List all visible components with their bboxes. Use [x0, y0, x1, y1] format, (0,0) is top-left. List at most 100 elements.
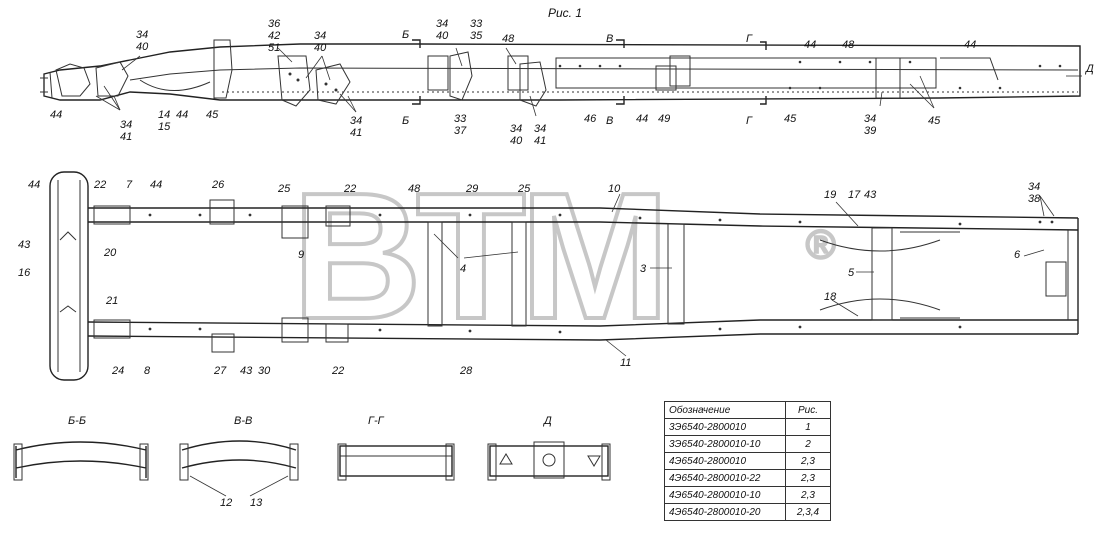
section-gg-left-rail [337, 443, 347, 481]
plan-rail-lower-outer [87, 333, 1078, 341]
section-line-b-bottom [412, 96, 421, 105]
callout-p28: 8 [144, 365, 151, 377]
section-d-shape [489, 445, 609, 477]
plan-bracket-9-lower [281, 317, 309, 343]
section-line-g-bottom [760, 96, 767, 105]
callout-t17: 44 [50, 109, 62, 121]
callout-t19: 41 [120, 131, 132, 143]
callout-p17: 43 [18, 239, 31, 251]
plan-front-bumper [49, 171, 89, 381]
plan-rivets [148, 213, 1054, 334]
callout-t5: 51 [268, 42, 280, 54]
side-front-bracket [40, 71, 53, 99]
callout-t7: 40 [314, 42, 327, 54]
section-line-v-top [616, 39, 625, 48]
side-front-spring-bracket-2 [95, 61, 129, 97]
callout-t8: 34 [436, 18, 448, 30]
plan-crossmember-4b [511, 221, 527, 327]
plan-bracket-25-upper [281, 205, 309, 239]
callout-p13: 17 [848, 189, 861, 201]
section-mark-g-bottom: Г [746, 115, 753, 127]
side-bracket-34b [519, 61, 547, 107]
legend-figure: 2,3 [785, 469, 831, 487]
callout-t3: 36 [268, 18, 281, 30]
callout-t2: 40 [136, 41, 149, 53]
plan-bracket-22-mid [325, 205, 351, 227]
plan-crossmember-5 [871, 227, 893, 321]
side-bracket-49 [655, 65, 677, 91]
side-spring-curve [139, 79, 211, 91]
section-label-gg: Г-Г [368, 415, 385, 427]
legend-figure: 2,3,4 [785, 503, 831, 521]
callout-t35: 45 [784, 113, 797, 125]
legend-designation: 4Э6540-2800010-22 [664, 469, 786, 487]
side-section-lines [412, 39, 767, 105]
side-leaders [95, 47, 1082, 117]
side-bracket-33 [449, 51, 473, 101]
plan-bracket-24 [93, 319, 131, 339]
callout-t20: 14 [158, 109, 170, 121]
plan-gussets-17-18 [819, 239, 941, 311]
section-gg-right-rail [445, 443, 455, 481]
section-gg-shape [339, 445, 453, 477]
watermark-registered-mark: ® [806, 223, 835, 267]
section-d-right-rail [601, 443, 611, 481]
legend-designation: 4Э6540-2800010-10 [664, 486, 786, 504]
side-bracket-45 [213, 39, 233, 99]
callout-t9: 40 [436, 30, 449, 42]
callout-t36: 34 [864, 113, 876, 125]
plan-view [49, 171, 1079, 381]
section-mark-g-top: Г [746, 33, 753, 45]
section-mark-v-top: В [606, 33, 613, 45]
legend-figure: 2,3 [785, 452, 831, 470]
legend-figure: 1 [785, 418, 831, 436]
section-vv-left-rail [179, 443, 189, 481]
legend-designation: 3Э6540-2800010-10 [664, 435, 786, 453]
callout-p14: 43 [864, 189, 877, 201]
section-label-d: Д [542, 415, 552, 427]
plan-bracket-27 [211, 333, 235, 353]
callout-p16: 38 [1028, 193, 1041, 205]
callout-t32: 46 [584, 113, 597, 125]
side-front-spring-bracket [55, 63, 91, 97]
callout-t38: 45 [928, 115, 941, 127]
callout-p20: 9 [298, 249, 304, 261]
callout-t22: 44 [176, 109, 188, 121]
callout-t26: 33 [454, 113, 467, 125]
callout-t29: 40 [510, 135, 523, 147]
legend-figure: 2,3 [785, 486, 831, 504]
callout-p7: 22 [343, 183, 356, 195]
plan-crossmember-4a [427, 221, 443, 327]
side-bracket-36 [277, 55, 311, 107]
callout-t34: 49 [658, 113, 670, 125]
callout-t28: 34 [510, 123, 522, 135]
callout-p30: 43 [240, 365, 253, 377]
callout-p22: 3 [640, 263, 647, 275]
section-callout-13: 13 [250, 497, 263, 509]
plan-rear-hitch [1045, 261, 1067, 297]
callout-p3: 7 [126, 179, 133, 191]
callout-t4: 42 [268, 30, 280, 42]
plan-bracket-22-upper [93, 205, 131, 225]
callout-t11: 35 [470, 30, 483, 42]
side-reinforcement-plate [555, 57, 937, 89]
callout-t24: 34 [350, 115, 362, 127]
section-label-vv: В-В [234, 415, 252, 427]
side-rear-taper [940, 57, 999, 81]
callout-p18: 20 [103, 247, 117, 259]
callout-p4: 44 [150, 179, 162, 191]
side-bracket-plate-2 [507, 55, 529, 91]
plan-bracket-22-lower [325, 323, 349, 343]
callout-p31: 30 [258, 365, 271, 377]
callout-t1: 34 [136, 29, 148, 41]
callout-t21: 15 [158, 121, 171, 133]
callout-p21: 4 [460, 263, 466, 275]
section-vv-right-rail [289, 443, 299, 481]
watermark: BTM ® [290, 154, 837, 359]
section-mark-labels: Б Б В В Г Г [402, 29, 753, 127]
callout-p26: 18 [824, 291, 837, 303]
section-mark-v-bottom: В [606, 115, 613, 127]
